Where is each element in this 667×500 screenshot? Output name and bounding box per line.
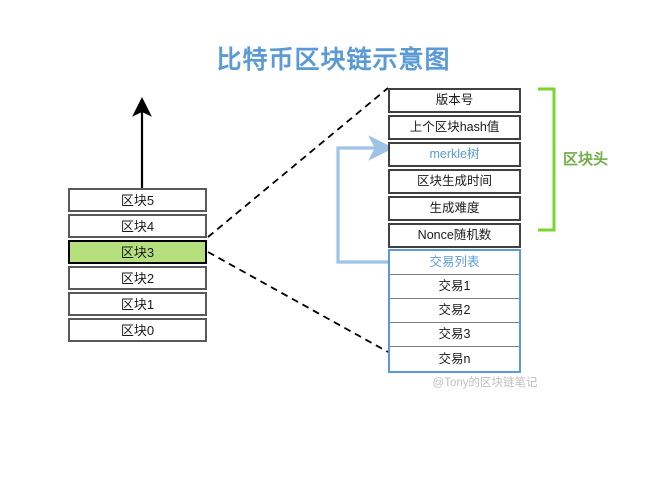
- header-row-label: 版本号: [435, 93, 474, 108]
- chain-block-label: 区块5: [120, 192, 155, 208]
- transaction-row-2: 交易2: [390, 299, 519, 323]
- dashed-connector-bottom: [207, 251, 389, 353]
- transaction-row-label: 交易2: [438, 303, 471, 318]
- transaction-list-table: 交易列表 交易1 交易2 交易3 交易n: [388, 249, 521, 373]
- chain-block-0[interactable]: 区块0: [68, 318, 207, 342]
- header-row-label: Nonce随机数: [417, 228, 492, 243]
- header-row-label: merkle树: [429, 147, 480, 162]
- chain-block-label: 区块1: [120, 296, 155, 312]
- transaction-row-label: 交易1: [438, 279, 471, 294]
- chain-block-4[interactable]: 区块4: [68, 214, 207, 238]
- transaction-list-header: 交易列表: [390, 251, 519, 275]
- transaction-row-3: 交易3: [390, 323, 519, 347]
- blockchain-column: 区块5 区块4 区块3 区块2 区块1 区块0: [68, 188, 207, 344]
- header-row-merkle-tree: merkle树: [388, 142, 521, 167]
- transaction-row-label: 交易n: [438, 351, 471, 366]
- page-title: 比特币区块链示意图: [216, 46, 451, 74]
- header-row-difficulty: 生成难度: [388, 196, 521, 221]
- header-row-label: 区块生成时间: [416, 174, 492, 189]
- chain-block-label: 区块0: [120, 322, 155, 338]
- block-head-bracket: [538, 87, 556, 232]
- transaction-row-1: 交易1: [390, 275, 519, 299]
- header-row-timestamp: 区块生成时间: [388, 169, 521, 194]
- header-row-version: 版本号: [388, 88, 521, 113]
- header-row-nonce: Nonce随机数: [388, 223, 521, 248]
- dashed-connector-top: [207, 87, 389, 238]
- chain-block-label: 区块3: [120, 244, 155, 260]
- header-row-prev-hash: 上个区块hash值: [388, 115, 521, 140]
- chain-block-1[interactable]: 区块1: [68, 292, 207, 316]
- watermark-text: @Tony的区块链笔记: [432, 377, 538, 389]
- transaction-row-n: 交易n: [390, 347, 519, 371]
- chain-block-label: 区块2: [120, 270, 155, 286]
- header-row-label: 生成难度: [429, 201, 480, 216]
- chain-block-3-selected[interactable]: 区块3: [68, 240, 207, 264]
- chain-block-label: 区块4: [120, 218, 155, 234]
- transaction-list-header-label: 交易列表: [429, 255, 480, 270]
- header-row-label: 上个区块hash值: [409, 120, 500, 135]
- merkle-tx-connector: [336, 135, 394, 264]
- chain-block-5[interactable]: 区块5: [68, 188, 207, 212]
- chain-block-2[interactable]: 区块2: [68, 266, 207, 290]
- block-header-table: 版本号 上个区块hash值 merkle树 区块生成时间 生成难度 Nonce随…: [388, 88, 521, 250]
- transaction-row-label: 交易3: [438, 327, 471, 342]
- block-head-bracket-label: 区块头: [563, 151, 609, 168]
